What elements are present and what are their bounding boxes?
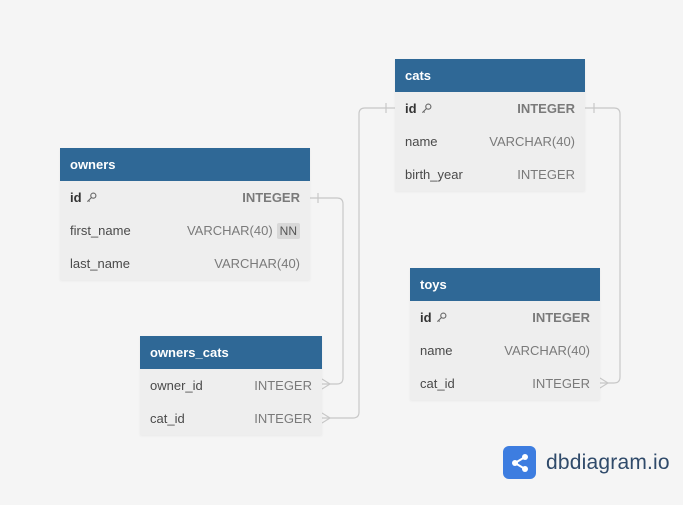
logo-text: dbdiagram.io	[546, 450, 670, 474]
dbdiagram-logo[interactable]: dbdiagram.io	[503, 446, 670, 479]
field-type: INTEGER	[517, 101, 575, 116]
field-name: id	[405, 101, 417, 116]
field-type: VARCHAR(40)	[186, 223, 273, 238]
key-icon	[421, 103, 432, 114]
table-name: cats	[405, 68, 432, 83]
many-marker	[321, 412, 332, 424]
field-type: INTEGER	[532, 310, 590, 325]
field-name: first_name	[70, 223, 131, 238]
field-row[interactable]: last_name VARCHAR(40)	[60, 247, 310, 280]
table-cats[interactable]: cats id INTEGER name VARCHAR(40) birth_y…	[395, 59, 585, 191]
field-name: cat_id	[150, 411, 185, 426]
field-row[interactable]: id INTEGER	[395, 92, 585, 125]
link-owners-owners_cats	[310, 197, 344, 385]
field-row[interactable]: cat_id INTEGER	[410, 367, 600, 400]
table-header[interactable]: owners	[60, 148, 310, 181]
field-type: INTEGER	[532, 376, 590, 391]
field-name: last_name	[70, 256, 130, 271]
field-type: INTEGER	[254, 378, 312, 393]
field-name: birth_year	[405, 167, 463, 182]
field-type: VARCHAR(40)	[214, 256, 300, 271]
table-header[interactable]: owners_cats	[140, 336, 322, 369]
key-icon	[86, 192, 97, 203]
share-nodes-icon	[503, 446, 536, 479]
field-name: name	[405, 134, 438, 149]
many-marker	[599, 377, 610, 389]
table-header[interactable]: toys	[410, 268, 600, 301]
field-type-group: VARCHAR(40)NN	[186, 222, 300, 239]
link-cats-toys	[585, 107, 621, 384]
field-name: id	[70, 190, 82, 205]
field-type: INTEGER	[254, 411, 312, 426]
field-row[interactable]: id INTEGER	[410, 301, 600, 334]
field-row[interactable]: first_name VARCHAR(40)NN	[60, 214, 310, 247]
field-name: cat_id	[420, 376, 455, 391]
field-row[interactable]: birth_year INTEGER	[395, 158, 585, 191]
field-name: id	[420, 310, 432, 325]
field-row[interactable]: cat_id INTEGER	[140, 402, 322, 435]
table-name: owners_cats	[150, 345, 229, 360]
field-name: name	[420, 343, 453, 358]
field-type: INTEGER	[242, 190, 300, 205]
field-type: INTEGER	[517, 167, 575, 182]
field-name: owner_id	[150, 378, 203, 393]
table-header[interactable]: cats	[395, 59, 585, 92]
table-owners_cats[interactable]: owners_cats owner_id INTEGER cat_id INTE…	[140, 336, 322, 435]
table-name: owners	[70, 157, 116, 172]
field-row[interactable]: owner_id INTEGER	[140, 369, 322, 402]
field-row[interactable]: name VARCHAR(40)	[410, 334, 600, 367]
many-marker	[321, 378, 332, 390]
table-toys[interactable]: toys id INTEGER name VARCHAR(40) cat_id …	[410, 268, 600, 400]
table-owners[interactable]: owners id INTEGER first_name VARCHAR(40)…	[60, 148, 310, 280]
field-type: VARCHAR(40)	[504, 343, 590, 358]
field-type: VARCHAR(40)	[489, 134, 575, 149]
field-row[interactable]: id INTEGER	[60, 181, 310, 214]
not-null-badge: NN	[276, 222, 300, 239]
key-icon	[436, 312, 447, 323]
link-cats-owners_cats	[322, 107, 395, 419]
field-row[interactable]: name VARCHAR(40)	[395, 125, 585, 158]
table-name: toys	[420, 277, 447, 292]
